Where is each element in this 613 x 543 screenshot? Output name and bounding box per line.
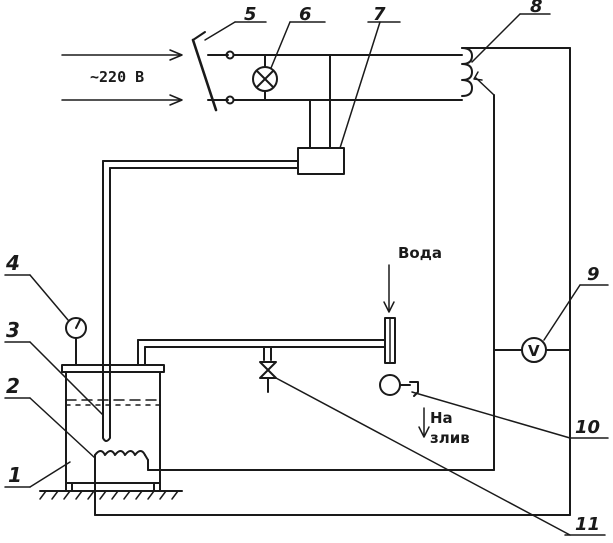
callout-8: 8 [471, 0, 551, 63]
callout-number-5: 5 [244, 4, 257, 25]
sensor-3 [102, 429, 111, 442]
autotransformer-8 [147, 47, 495, 471]
ground-hatching [39, 490, 179, 500]
callout-number-9: 9 [587, 264, 600, 285]
lamp-6 [252, 66, 278, 92]
callout-number-11: 11 [575, 514, 600, 535]
callout-2: 2 [4, 374, 96, 459]
drain-label-2: злив [430, 429, 470, 447]
condenser-10 [379, 264, 430, 438]
callout-number-7: 7 [373, 4, 386, 25]
power-input-arrows: ~220 В [61, 49, 183, 106]
water-label: Вода [398, 244, 442, 262]
callout-number-4: 4 [5, 251, 20, 275]
voltmeter-symbol: V [528, 342, 540, 360]
vessel-1 [39, 364, 183, 500]
callout-5: 5 [204, 4, 267, 41]
pressure-gauge-4 [65, 317, 87, 366]
callout-3: 3 [4, 318, 104, 416]
drain-label-1: На [430, 409, 453, 427]
callout-number-1: 1 [8, 463, 22, 487]
callout-9: 9 [543, 264, 609, 341]
callout-4: 4 [4, 251, 69, 321]
vapor-pipe [137, 339, 386, 366]
heater-2 [94, 450, 149, 461]
callout-number-8: 8 [530, 0, 543, 17]
callout-number-6: 6 [299, 4, 312, 25]
callout-10: 10 [411, 391, 609, 439]
callout-number-2: 2 [6, 374, 20, 398]
switch-5 [191, 31, 235, 112]
supply-label: ~220 В [90, 68, 144, 86]
voltmeter-9: V [493, 337, 571, 363]
callout-7: 7 [339, 4, 401, 149]
valve-11 [259, 361, 277, 393]
top-wiring [94, 47, 571, 516]
callout-number-10: 10 [575, 417, 600, 438]
relay-7 [102, 147, 345, 431]
callout-11: 11 [275, 377, 606, 536]
callout-number-3: 3 [6, 318, 20, 342]
callout-6: 6 [270, 4, 326, 69]
callout-1: 1 [4, 461, 71, 488]
